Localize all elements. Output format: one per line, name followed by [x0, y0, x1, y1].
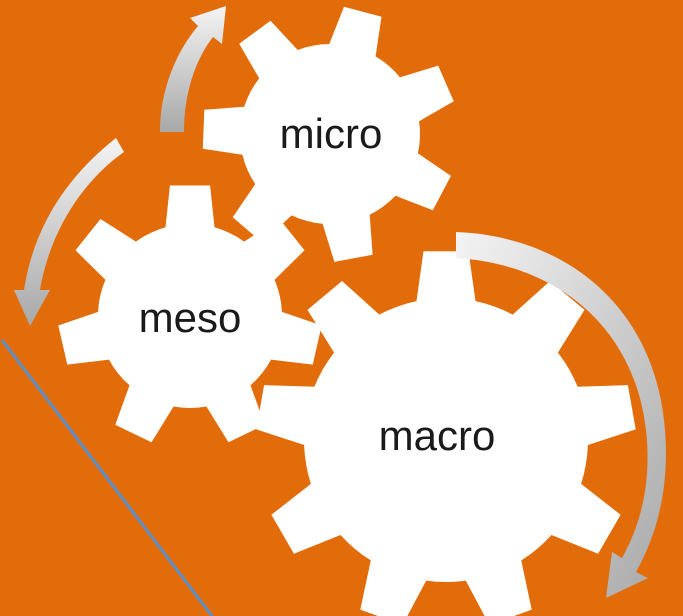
arrow-from-meso [14, 138, 124, 326]
gear-macro [256, 251, 636, 616]
diagonal-divider-line [0, 339, 214, 616]
gear-label-micro: micro [280, 110, 383, 157]
gear-meso [58, 185, 322, 443]
gear-micro [202, 6, 454, 262]
gear-label-macro: macro [379, 412, 496, 459]
gear-label-meso: meso [139, 294, 242, 341]
arrow-to-micro [160, 6, 226, 132]
arrow-around-macro [456, 232, 666, 598]
